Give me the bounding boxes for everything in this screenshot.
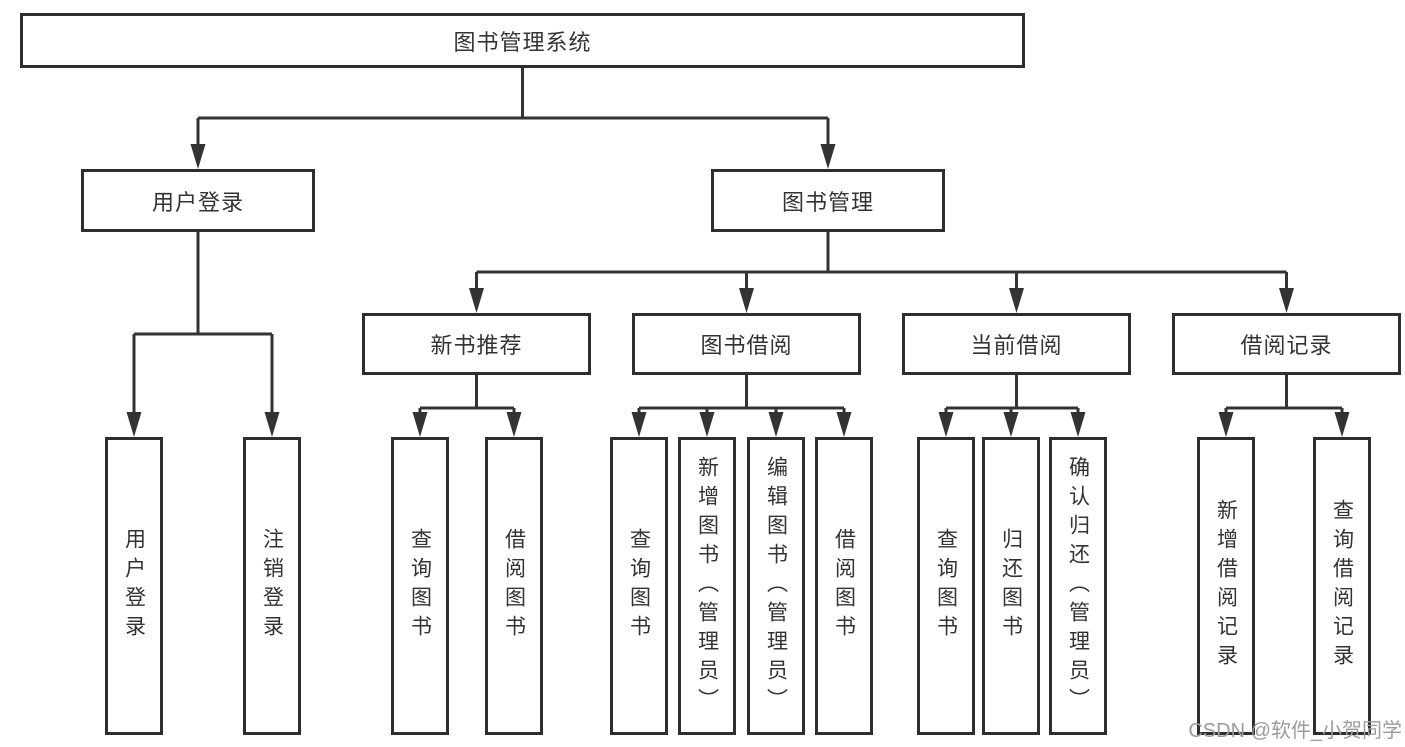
arrowheads — [126, 144, 1350, 437]
node-label: 确认归还（管理员） — [1066, 455, 1090, 717]
node-leaf-borrow-books-borrow: 借阅图书 — [815, 437, 873, 735]
node-label: 查询借阅记录 — [1330, 499, 1354, 673]
node-book-borrow: 图书借阅 — [632, 313, 861, 375]
node-label: 注销登录 — [260, 528, 284, 644]
node-leaf-query-borrow-record: 查询借阅记录 — [1313, 437, 1371, 735]
node-label: 编辑图书（管理员） — [764, 455, 788, 717]
arrowhead — [412, 412, 428, 437]
arrowhead — [631, 412, 647, 437]
arrowhead — [190, 144, 206, 169]
node-label: 新增图书（管理员） — [695, 455, 719, 717]
node-root: 图书管理系统 — [20, 13, 1025, 68]
node-label: 用户登录 — [122, 528, 146, 644]
arrowhead — [699, 412, 715, 437]
node-leaf-user-login: 用户登录 — [105, 437, 163, 735]
node-leaf-edit-books-admin: 编辑图书（管理员） — [747, 437, 805, 735]
arrowhead — [820, 144, 836, 169]
node-leaf-return-books: 归还图书 — [982, 437, 1040, 735]
node-borrow-records: 借阅记录 — [1172, 313, 1401, 375]
node-user-login: 用户登录 — [81, 169, 315, 232]
node-label: 归还图书 — [999, 528, 1023, 644]
arrowhead — [938, 412, 954, 437]
node-leaf-borrow-books-newrec: 借阅图书 — [485, 437, 543, 735]
arrowhead — [739, 288, 754, 313]
node-label: 借阅图书 — [832, 528, 856, 644]
node-leaf-confirm-return-admin: 确认归还（管理员） — [1049, 437, 1107, 735]
node-leaf-query-books-current: 查询图书 — [917, 437, 975, 735]
node-label: 图书管理系统 — [453, 29, 592, 55]
arrowhead — [1009, 288, 1024, 313]
node-leaf-add-books-admin: 新增图书（管理员） — [678, 437, 736, 735]
arrowhead — [836, 412, 852, 437]
node-new-book-recommend: 新书推荐 — [362, 313, 591, 375]
node-book-management: 图书管理 — [711, 169, 945, 232]
arrowhead — [506, 412, 522, 437]
node-label: 图书管理 — [781, 189, 874, 215]
node-label: 当前借阅 — [970, 333, 1063, 358]
arrowhead — [1279, 288, 1294, 313]
arrowhead — [1218, 412, 1234, 437]
arrowhead — [1334, 412, 1350, 437]
arrowhead — [469, 288, 484, 313]
arrowhead — [1070, 412, 1086, 437]
node-label: 图书借阅 — [700, 333, 793, 358]
arrowhead — [264, 412, 280, 437]
arrowhead — [126, 412, 142, 437]
arrowhead — [1003, 412, 1019, 437]
node-leaf-query-books-borrow: 查询图书 — [610, 437, 668, 735]
node-leaf-query-books-newrec: 查询图书 — [391, 437, 449, 735]
node-label: 查询图书 — [934, 528, 958, 644]
node-label: 借阅图书 — [502, 528, 526, 644]
node-label: 新书推荐 — [430, 333, 523, 358]
node-leaf-add-borrow-record: 新增借阅记录 — [1197, 437, 1255, 735]
node-label: 查询图书 — [408, 528, 432, 644]
arrowhead — [768, 412, 784, 437]
node-label: 查询图书 — [627, 528, 651, 644]
node-label: 借阅记录 — [1240, 333, 1333, 358]
node-label: 用户登录 — [151, 189, 244, 215]
csdn-watermark: CSDN @软件_小贺同学 — [1188, 720, 1402, 742]
node-label: 新增借阅记录 — [1214, 499, 1238, 673]
node-current-borrow: 当前借阅 — [902, 313, 1131, 375]
node-leaf-logout: 注销登录 — [243, 437, 301, 735]
